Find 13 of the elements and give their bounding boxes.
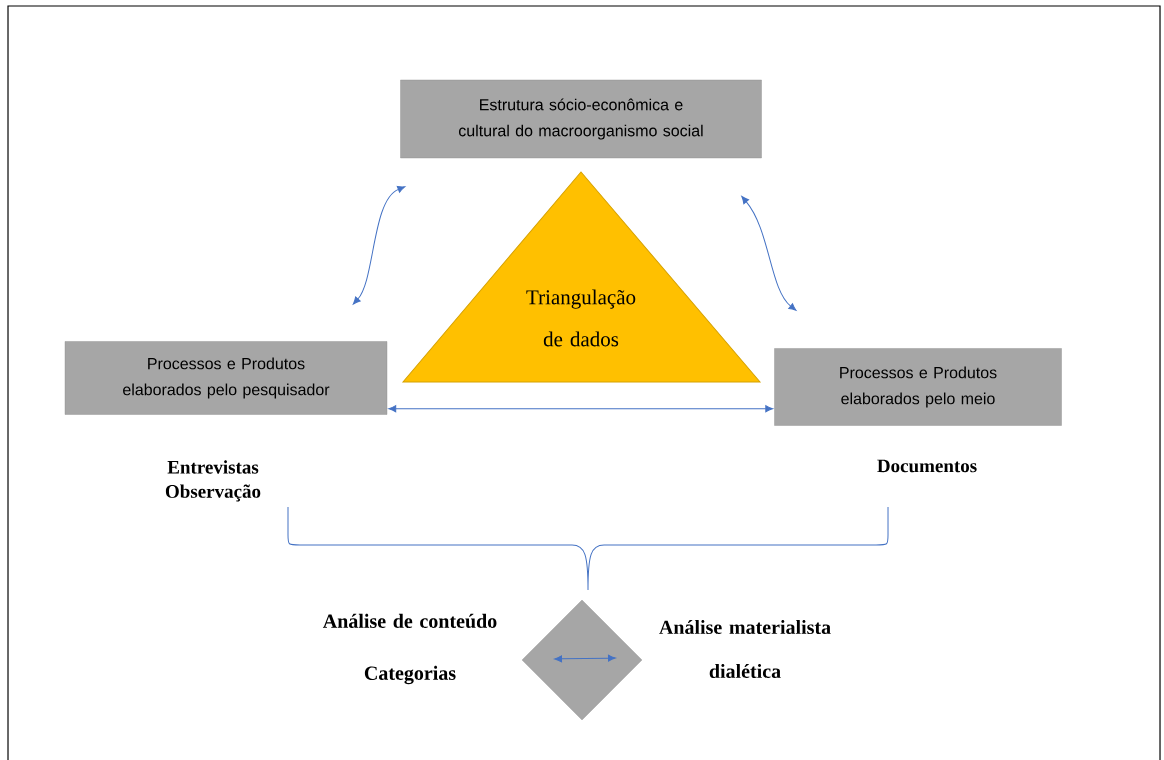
double-arrow	[352, 186, 406, 305]
annotation-text: Documentos	[877, 459, 977, 473]
annotation-text: Entrevistas	[167, 460, 259, 474]
double-arrow	[741, 196, 797, 311]
double-arrow	[388, 405, 774, 413]
annotation-text: Observação	[165, 484, 261, 502]
process-box: Processos e Produtos elaborados pelo meio	[774, 348, 1062, 426]
triangle: Triangulação de dados	[402, 171, 761, 383]
label-text: Análise materialista dialética	[659, 619, 831, 679]
label-text: Análise de conteúdo Categorias	[322, 613, 497, 685]
process-box: Processos e Produtos elaborados pelo pesquisador	[64, 341, 388, 415]
diamond-with-arrow	[521, 599, 643, 721]
process-box: Estrutura sócio-econômica e cultural do macroorganismo social	[400, 79, 762, 159]
